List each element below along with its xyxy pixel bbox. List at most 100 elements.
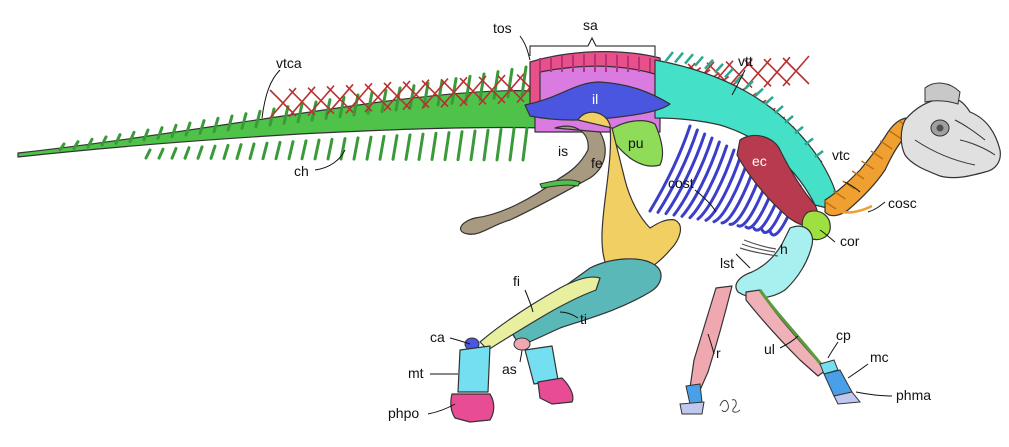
cervical-vertebra-mark: [870, 150, 884, 160]
dorsal-neural-spine: [814, 150, 824, 158]
tail-chevron: [469, 129, 477, 162]
tail-chevron: [417, 132, 425, 161]
tail-chevron: [196, 145, 204, 160]
tail-chevron: [365, 135, 373, 161]
tail-chevron: [222, 143, 230, 160]
tail-neural-spine: [366, 91, 374, 115]
ossified-tendon: [440, 78, 468, 106]
label-lst: lst: [720, 255, 734, 271]
dorsal-neural-spine: [784, 115, 794, 124]
humerus: [735, 225, 814, 299]
dorsal-neural-spine: [714, 63, 724, 74]
label-ec: ec: [752, 153, 767, 169]
label-ul: ul: [764, 341, 775, 357]
ossified-tendon: [269, 89, 297, 117]
pubis: [609, 120, 664, 167]
tail-neural-spine: [240, 112, 248, 130]
tail-neural-spine: [254, 109, 262, 129]
label-sa: sa: [583, 17, 598, 33]
ossified-tendon: [326, 85, 354, 114]
label-tos: tos: [493, 20, 512, 36]
dorsal-rib: [672, 136, 714, 217]
radius: [689, 285, 733, 391]
dorsal-rib: [696, 148, 736, 221]
dorsal-neural-spine: [804, 137, 814, 146]
dorsal-rib: [704, 152, 743, 222]
dorsal-neural-spine: [674, 51, 684, 64]
pes-phalanges-rear: [450, 393, 495, 423]
tail-neural-spine: [170, 123, 178, 139]
manus-fore-phalanges: [679, 401, 705, 415]
dorsal-neural-spine: [724, 67, 734, 79]
tail-neural-spine: [198, 119, 206, 135]
manus-fore: [685, 383, 703, 405]
metatarsal-front: [524, 345, 559, 385]
label-cp: cp: [836, 327, 851, 343]
label-r: r: [716, 345, 721, 361]
dorsal-neural-spine: [794, 125, 804, 135]
tail-chevron: [326, 137, 334, 161]
dorsal-rib: [648, 124, 692, 213]
ulna-edge: [758, 289, 826, 369]
tail-neural-spine: [142, 128, 150, 142]
tail-chevron: [482, 128, 490, 162]
label-mc: mc: [870, 349, 889, 365]
label-cost: cost: [668, 175, 694, 191]
label-vtca: vtca: [276, 55, 302, 71]
cervical-ribs: [835, 204, 873, 214]
label-vtt: vtt: [738, 53, 753, 69]
ossified-tendon: [307, 87, 335, 115]
dorsal-neural-spine: [704, 58, 714, 70]
tail-neural-spine: [268, 107, 276, 127]
metatarsal-rear: [457, 345, 491, 393]
tail-chevron: [235, 143, 243, 160]
ossified-tendon: [497, 75, 525, 103]
tail-chevron: [261, 141, 269, 161]
tail-chevron: [352, 136, 360, 161]
tail-neural-spine: [128, 130, 136, 144]
tail-neural-spine: [282, 105, 290, 125]
dorsal-neural-spine: [664, 51, 674, 63]
tail-chevron: [287, 140, 295, 161]
tail-neural-spine: [184, 121, 192, 137]
label-phpo: phpo: [388, 405, 419, 421]
caudal-vertebrae: [17, 65, 546, 162]
tail-chevron: [144, 148, 152, 160]
tail-neural-spine: [296, 102, 304, 124]
label-as: as: [502, 361, 517, 377]
tail-neural-spine: [380, 88, 388, 114]
tail-chevron: [404, 133, 412, 161]
tail-chevron: [274, 140, 282, 161]
label-il: il: [592, 91, 598, 107]
tail-neural-spine: [72, 140, 80, 150]
label-vtc: vtc: [832, 147, 850, 163]
ossified-tendon: [744, 59, 772, 87]
tail-neural-spine: [310, 100, 318, 122]
skull: [900, 82, 1001, 179]
fibula: [479, 276, 601, 351]
dorsal-neural-spine: [744, 80, 754, 90]
ulna: [745, 289, 827, 377]
ossified-tendon: [345, 84, 373, 112]
tail-neural-spine: [212, 116, 220, 134]
ossified-tendon: [459, 77, 487, 105]
tail-chevron: [209, 144, 217, 160]
ossified-tendon: [763, 58, 791, 86]
ossified-tendon: [782, 57, 810, 85]
cervical-vertebra-mark: [832, 190, 846, 200]
tibia: [509, 258, 662, 347]
tail-chevron: [313, 138, 321, 161]
dorsal-neural-spine: [694, 55, 704, 67]
tail-neural-spine: [450, 77, 458, 105]
label-pu: pu: [628, 135, 644, 151]
ischium: [459, 125, 606, 235]
label-cosc: cosc: [888, 195, 917, 211]
cervical-vertebra-mark: [842, 180, 856, 190]
ossified-tendon: [383, 82, 411, 110]
ossified-tendon: [288, 88, 316, 116]
astragalus: [513, 337, 531, 351]
tail-chevron: [508, 127, 516, 162]
tail-neural-spine: [114, 133, 122, 145]
label-h: h: [780, 241, 788, 257]
tail-chevron: [157, 147, 165, 160]
